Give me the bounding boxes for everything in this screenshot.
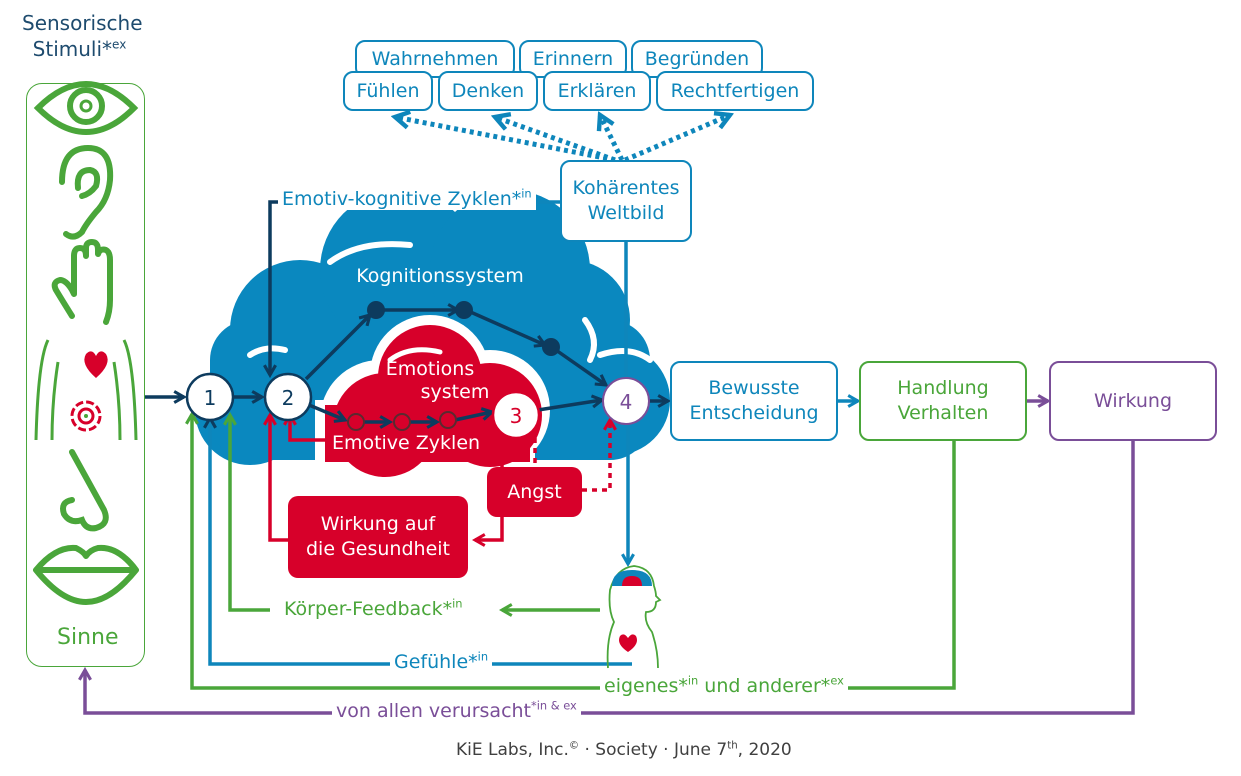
activity-justify-reason: Begründen xyxy=(631,40,763,78)
activity-rationalize: Rechtfertigen xyxy=(656,71,814,111)
nose-icon xyxy=(60,449,109,532)
human-figure-icon xyxy=(606,565,662,669)
coherent-worldview-box: Kohärentes Weltbild xyxy=(560,160,692,242)
red-connections xyxy=(270,415,610,540)
feelings-text: Gefühle* xyxy=(394,651,478,673)
footer-year: , 2020 xyxy=(737,740,792,760)
cycles-label-sup: in xyxy=(521,186,532,201)
body-heart-icon xyxy=(34,339,138,441)
node-4-label: 4 xyxy=(620,390,633,414)
action-line2: Verhalten xyxy=(897,402,989,424)
cognition-dot xyxy=(455,301,473,319)
sensory-title-line2: Stimuli*ex xyxy=(22,36,137,62)
senses-label: Sinne xyxy=(57,625,119,650)
emotive-cycles-label: Emotive Zyklen xyxy=(332,432,480,454)
conscious-decision-box: Bewusste Entscheidung xyxy=(670,361,838,441)
footer-society-date: · Society · June 7 xyxy=(579,740,728,760)
cognition-dot xyxy=(367,301,385,319)
cognition-system-label: Kognitionssystem xyxy=(356,265,524,287)
own-text: eigenes* xyxy=(604,675,688,697)
sensory-title-text: Stimuli* xyxy=(32,37,113,61)
own-and-others-label: eigenes*in und anderer*ex xyxy=(600,675,848,697)
feedback-loops xyxy=(85,414,1135,715)
cognition-dots xyxy=(367,301,560,356)
body-feedback-sup: in xyxy=(452,596,463,611)
health-effect-box: Wirkung auf die Gesundheit xyxy=(288,496,468,578)
feelings-sup: in xyxy=(477,649,489,664)
activity-feel: Fühlen xyxy=(343,71,433,111)
emotive-dot xyxy=(347,413,365,431)
worldview-line2: Weltbild xyxy=(587,202,665,224)
cognition-dot xyxy=(542,338,560,356)
senses-panel xyxy=(26,83,145,667)
node-1: 1 xyxy=(185,372,235,422)
emotive-dot xyxy=(393,413,411,431)
footer-copyright: © xyxy=(568,740,580,752)
lips-icon xyxy=(33,544,139,605)
emotion-system-label-line2: system xyxy=(421,381,490,403)
node-4: 4 xyxy=(602,377,650,425)
activity-explain: Erklären xyxy=(543,71,651,111)
node-3-label: 3 xyxy=(510,404,523,428)
node-2: 2 xyxy=(263,372,313,422)
body-feedback-text: Körper-Feedback* xyxy=(284,598,453,620)
footer-company: KiE Labs, Inc. xyxy=(456,740,569,760)
activity-think: Denken xyxy=(438,71,538,111)
eye-icon xyxy=(33,81,139,135)
ear-icon xyxy=(59,144,114,240)
emotive-cognitive-cycles-label: Emotiv-kognitive Zyklen*in xyxy=(278,188,536,210)
emotive-dot xyxy=(439,411,457,429)
own-sup: in xyxy=(687,673,699,688)
action-behavior-box: Handlung Verhalten xyxy=(859,361,1027,441)
health-line2: die Gesundheit xyxy=(306,538,450,560)
sensory-stimuli-title: Sensorische Stimuli*ex xyxy=(22,10,143,62)
cycles-label-text: Emotiv-kognitive Zyklen* xyxy=(282,188,522,210)
feelings-label: Gefühle*in xyxy=(390,649,493,673)
others-text: und anderer* xyxy=(698,675,831,697)
sensory-title-line1: Sensorische xyxy=(22,11,143,35)
decision-line2: Entscheidung xyxy=(689,402,819,424)
weltbild-dotted-arrows xyxy=(395,115,730,163)
effect-box: Wirkung xyxy=(1049,361,1217,441)
emotive-cycle-dots xyxy=(347,411,457,431)
caused-by-all-text: von allen verursacht xyxy=(336,700,532,722)
node-1-label: 1 xyxy=(204,386,217,410)
sensory-title-sup: ex xyxy=(112,37,127,52)
hand-icon xyxy=(51,239,113,325)
action-line1: Handlung xyxy=(897,377,989,400)
fear-box: Angst xyxy=(487,467,582,517)
footer-credit: KiE Labs, Inc.© · Society · June 7th, 20… xyxy=(452,740,796,760)
worldview-line1: Kohärentes xyxy=(572,177,680,200)
caused-by-all-label: von allen verursacht*in & ex xyxy=(332,700,581,722)
others-sup: ex xyxy=(830,673,844,688)
health-line1: Wirkung auf xyxy=(320,513,436,536)
caused-by-all-sup: *in & ex xyxy=(531,698,577,713)
node-2-label: 2 xyxy=(282,386,295,410)
emotion-system-label-line1: Emotions xyxy=(386,358,474,380)
body-feedback-label: Körper-Feedback*in xyxy=(280,598,467,620)
node-3: 3 xyxy=(491,390,541,440)
decision-line1: Bewusste xyxy=(708,377,800,400)
footer-ordinal: th xyxy=(727,740,738,752)
